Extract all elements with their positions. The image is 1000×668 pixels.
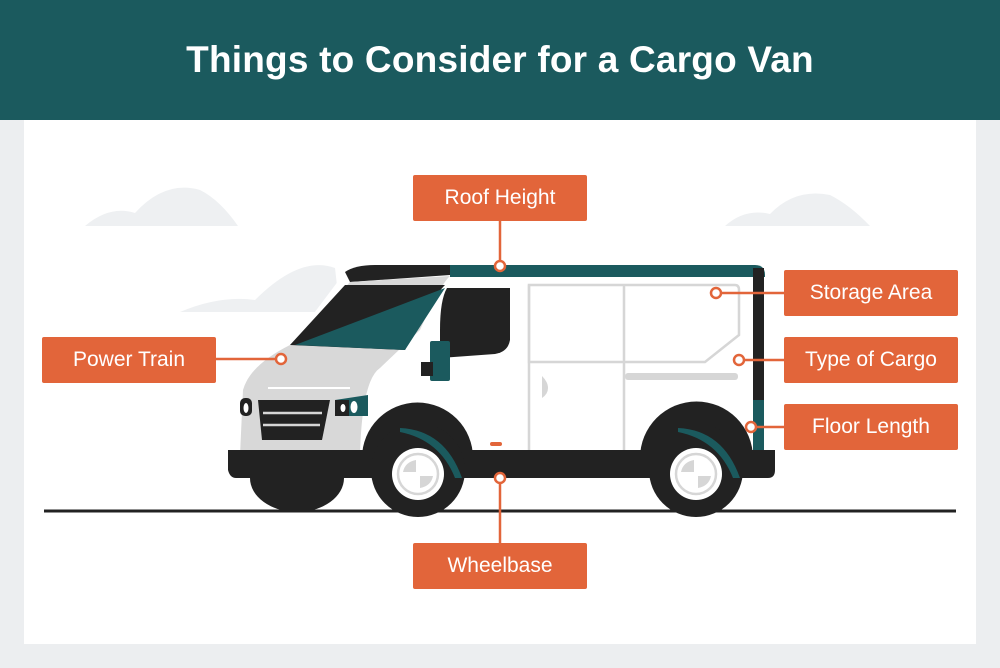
rear-wheel (640, 401, 753, 517)
power-train-marker (274, 352, 288, 366)
label-wheelbase: Wheelbase (413, 543, 587, 589)
header-banner: Things to Consider for a Cargo Van (0, 0, 1000, 120)
floor-length-marker (744, 420, 758, 434)
leader-lines (216, 221, 784, 543)
storage-area-marker (709, 286, 723, 300)
type-of-cargo-marker (732, 353, 746, 367)
label-floor-length: Floor Length (784, 404, 958, 450)
van (228, 265, 775, 517)
label-storage-area: Storage Area (784, 270, 958, 316)
wheelbase-marker (493, 471, 507, 485)
label-type-of-cargo: Type of Cargo (784, 337, 958, 383)
page-title: Things to Consider for a Cargo Van (186, 39, 814, 80)
roof-height-marker (493, 259, 507, 273)
label-power-train: Power Train (42, 337, 216, 383)
front-wheel (362, 402, 473, 517)
clouds (85, 187, 870, 312)
label-roof-height: Roof Height (413, 175, 587, 221)
